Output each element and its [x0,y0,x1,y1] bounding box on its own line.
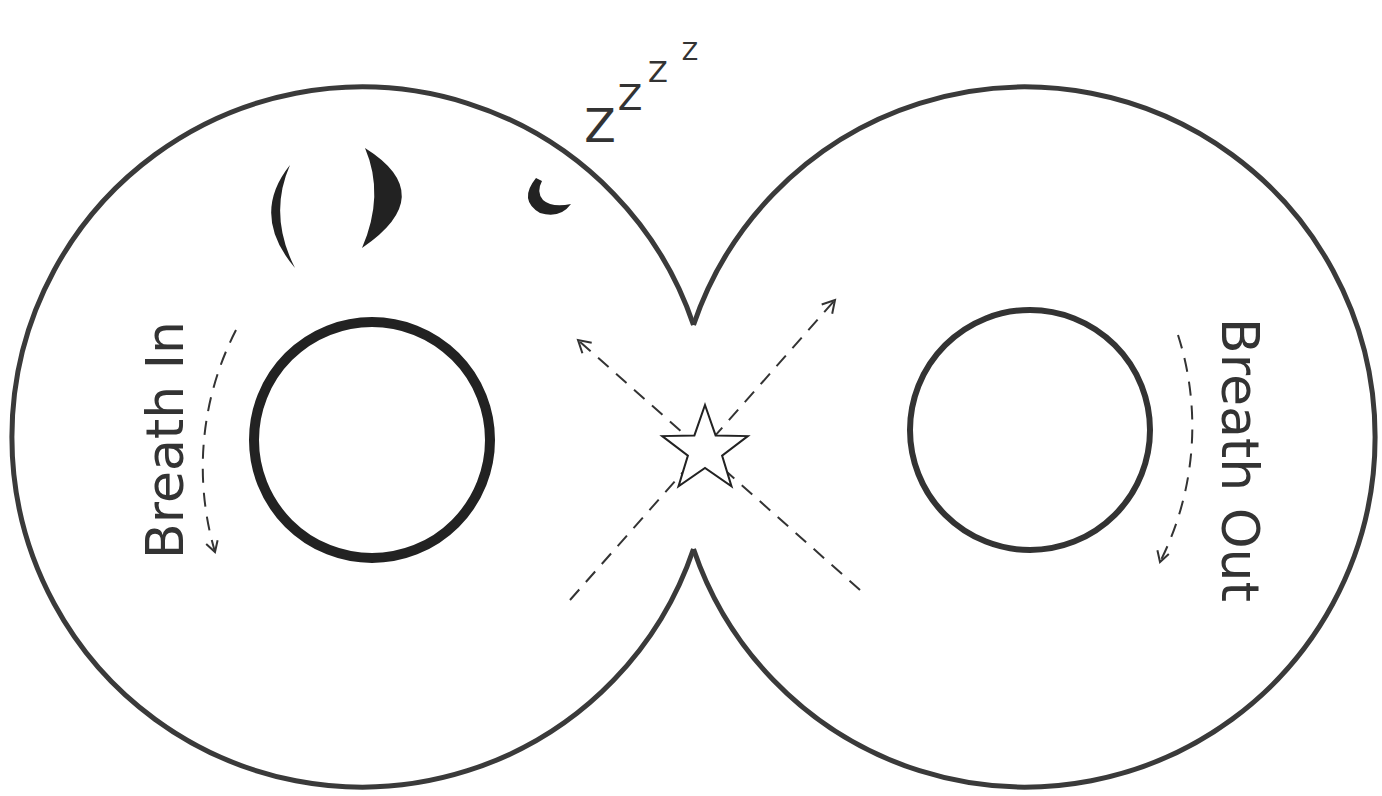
snore-letter: Z [648,58,668,87]
breath-label: Breath In [139,321,191,559]
center-star [662,405,748,486]
arrowhead [578,340,592,353]
arrowhead [1157,550,1168,562]
breath-label: Breath Out [1214,318,1266,602]
breath-lobe: Breath In [12,87,712,787]
snore-letter: Z [584,103,616,149]
lobe-outline-arc [694,87,1376,787]
arrowhead [822,300,835,314]
mouth-mark [528,178,571,215]
lobe-outline [12,87,712,787]
breath-in-arrow [203,330,236,552]
breath-lobe: Breath Out [675,87,1375,787]
snore-letter: Z [618,80,643,116]
dashed-rays [570,300,860,600]
inner-ring [910,310,1150,550]
lobe-outline [675,87,1375,787]
inner-ring [254,322,490,558]
closed-eyelid [271,165,295,268]
arrowhead [206,540,217,552]
ray-arrowheads [578,300,835,353]
dashed-ray [570,300,835,600]
lobe-outline-arc [12,87,694,787]
snore-letter: Z [682,40,698,64]
closed-eyelid [362,148,402,248]
breath-out-arrow [1160,335,1192,562]
dashed-ray [578,340,860,590]
